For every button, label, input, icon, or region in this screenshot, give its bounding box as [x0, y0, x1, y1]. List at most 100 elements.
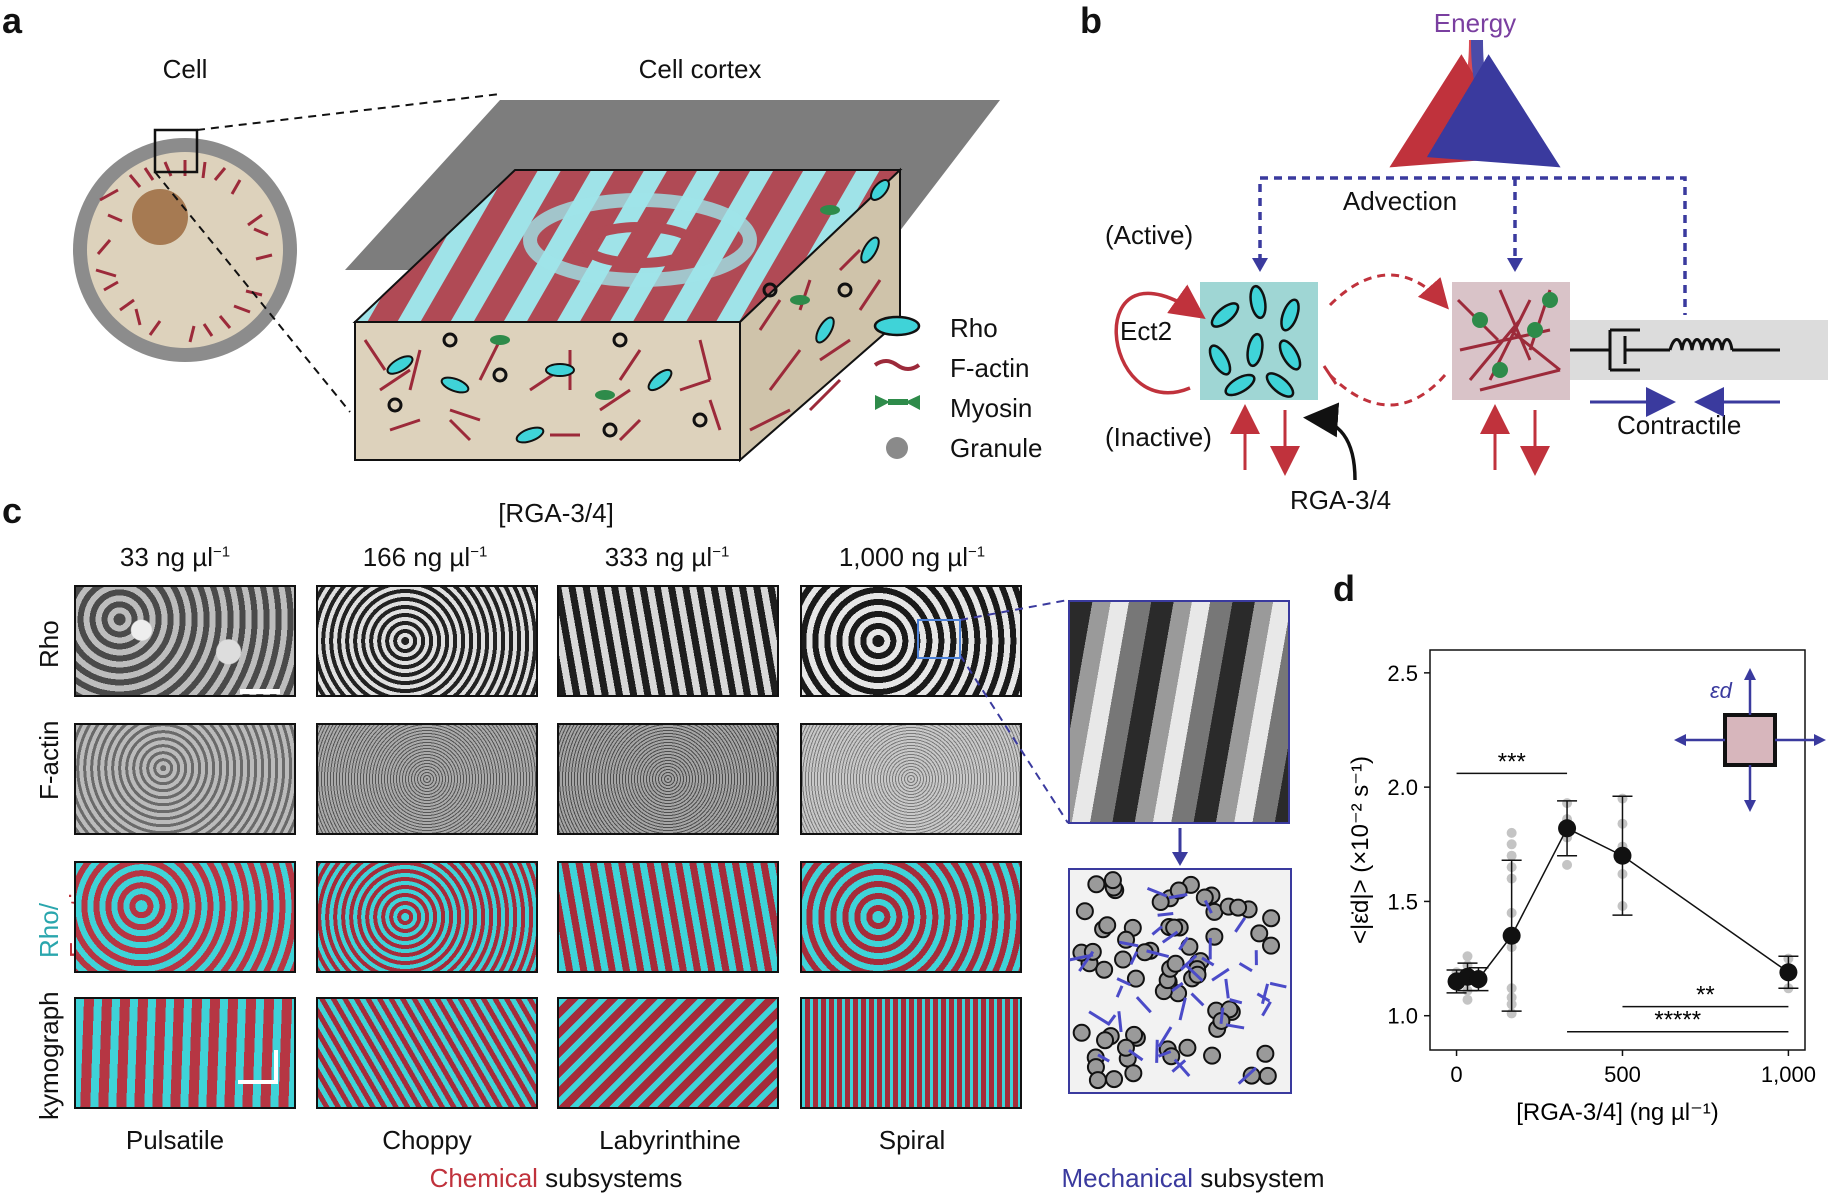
regime-choppy: Choppy	[382, 1125, 472, 1155]
row-label-kymograph: kymograph	[34, 991, 64, 1120]
velocity-arrow	[1146, 949, 1170, 959]
velocity-arrow	[1211, 967, 1230, 982]
micrograph-factin-33	[74, 723, 296, 835]
granule-marker	[1166, 954, 1185, 973]
velocity-arrow	[1171, 981, 1184, 993]
granule-marker	[1088, 1071, 1107, 1090]
granule-marker	[1096, 1031, 1115, 1050]
velocity-arrow	[1190, 992, 1205, 1007]
y-axis-label: <|ε̇d|> (×10⁻² s⁻¹)	[1347, 756, 1374, 944]
conc-1000: 1,000 ng µl−1	[838, 542, 986, 572]
conc-166: 166 ng µl−1	[362, 542, 488, 572]
factin-line-icon	[873, 359, 921, 371]
inactive-label: (Inactive)	[1105, 422, 1212, 452]
rga-header: [RGA-3/4]	[498, 498, 614, 528]
significance-label: ***	[1498, 748, 1526, 775]
energy-label: Energy	[1433, 8, 1517, 38]
regime-labyrinthine: Labyrinthine	[599, 1125, 741, 1155]
micrograph-rho-333	[557, 585, 779, 697]
kymograph-scale-bar	[238, 1080, 278, 1084]
dilation-square-icon	[1723, 713, 1777, 767]
cell-illustration	[73, 128, 297, 362]
zoom-lines	[917, 599, 1069, 824]
granule-marker	[1103, 871, 1122, 890]
advection-label: Advection	[1342, 186, 1458, 216]
micrograph-kymograph-333	[557, 997, 779, 1109]
velocity-arrow	[1184, 964, 1204, 982]
plot-frame	[1429, 649, 1806, 1051]
mechanical-subsystem: Mechanical subsystem	[1061, 1163, 1325, 1193]
significance-label: *****	[1654, 1007, 1701, 1034]
velocity-arrow	[1117, 1011, 1123, 1033]
velocity-arrow	[1158, 1050, 1172, 1058]
feedback-diagram	[1114, 39, 1828, 481]
velocity-arrow	[1168, 893, 1188, 900]
velocity-arrow	[1161, 930, 1179, 944]
velocity-arrow	[1224, 978, 1230, 999]
legend-granule: Granule	[950, 433, 1043, 463]
kymograph-time-bar	[274, 1050, 278, 1084]
regime-spiral: Spiral	[878, 1125, 946, 1155]
arrowhead-up-icon	[1744, 668, 1756, 680]
micrograph-kymograph-1000	[800, 997, 1022, 1109]
cell-title: Cell	[162, 54, 208, 84]
piv-field	[1068, 868, 1292, 1094]
regime-pulsatile: Pulsatile	[125, 1125, 225, 1155]
rga-label: RGA-3/4	[1290, 485, 1392, 515]
micrograph-factin-333	[557, 723, 779, 835]
granule-marker	[1262, 936, 1281, 955]
significance-label: **	[1696, 982, 1715, 1009]
micrograph-merge-333	[557, 861, 779, 973]
micrograph-merge-166	[316, 861, 538, 973]
velocity-arrow	[1155, 1039, 1159, 1063]
velocity-arrow	[1234, 916, 1247, 933]
velocity-arrow	[1269, 981, 1287, 989]
panel-c-letter: c	[2, 490, 23, 531]
arrowhead-right-icon	[1814, 734, 1826, 746]
velocity-arrow	[1178, 936, 1189, 951]
granule-marker	[1072, 1023, 1091, 1042]
velocity-arrow	[1237, 1066, 1257, 1085]
velocity-arrow	[1135, 996, 1152, 1014]
velocity-arrow	[1078, 950, 1095, 972]
down-arrow	[1172, 828, 1188, 866]
legend-icons	[873, 315, 921, 459]
micrograph-kymograph-33	[74, 997, 296, 1109]
row-label-rho: Rho	[34, 620, 64, 668]
velocity-arrow	[1173, 1058, 1191, 1078]
velocity-arrow	[1151, 925, 1163, 936]
velocity-arrow	[1088, 1010, 1110, 1026]
arrowhead-down-icon	[1744, 800, 1756, 812]
legend-factin: F-actin	[950, 353, 1030, 383]
velocity-arrow	[1146, 886, 1168, 898]
granule-marker	[1114, 950, 1133, 969]
myosin-icon	[875, 395, 920, 410]
x-tick-label: 500	[1604, 1062, 1641, 1087]
x-axis-label: [RGA-3/4] (ng µl⁻¹)	[1516, 1099, 1719, 1126]
chemical-subsystems: Chemical subsystems	[429, 1163, 683, 1193]
micrograph-factin-166	[316, 723, 538, 835]
individual-point	[1462, 994, 1473, 1005]
velocity-arrow	[1128, 1049, 1144, 1062]
granule-marker	[1095, 960, 1114, 979]
granule-marker	[1195, 888, 1214, 907]
scale-bar	[240, 689, 280, 694]
velocity-arrow	[1129, 951, 1139, 965]
micrograph-rho-166	[316, 585, 538, 697]
panel-d-letter: d	[1333, 568, 1355, 609]
velocity-arrow	[1219, 1007, 1225, 1025]
legend-myosin: Myosin	[950, 393, 1033, 423]
velocity-arrow	[1157, 912, 1174, 917]
x-tick-label: 1,000	[1761, 1062, 1816, 1087]
individual-point	[1506, 839, 1517, 850]
granule-marker	[1262, 909, 1281, 928]
legend-rho: Rho	[950, 313, 998, 343]
micrograph-merge-33	[74, 861, 296, 973]
zoom-rho-image	[1068, 600, 1290, 824]
micrograph-rho-33	[74, 585, 296, 697]
cortex-title: Cell cortex	[638, 54, 762, 84]
conc-333: 333 ng µl−1	[604, 542, 730, 572]
micrograph-kymograph-166	[316, 997, 538, 1109]
velocity-arrow	[1229, 998, 1243, 1005]
